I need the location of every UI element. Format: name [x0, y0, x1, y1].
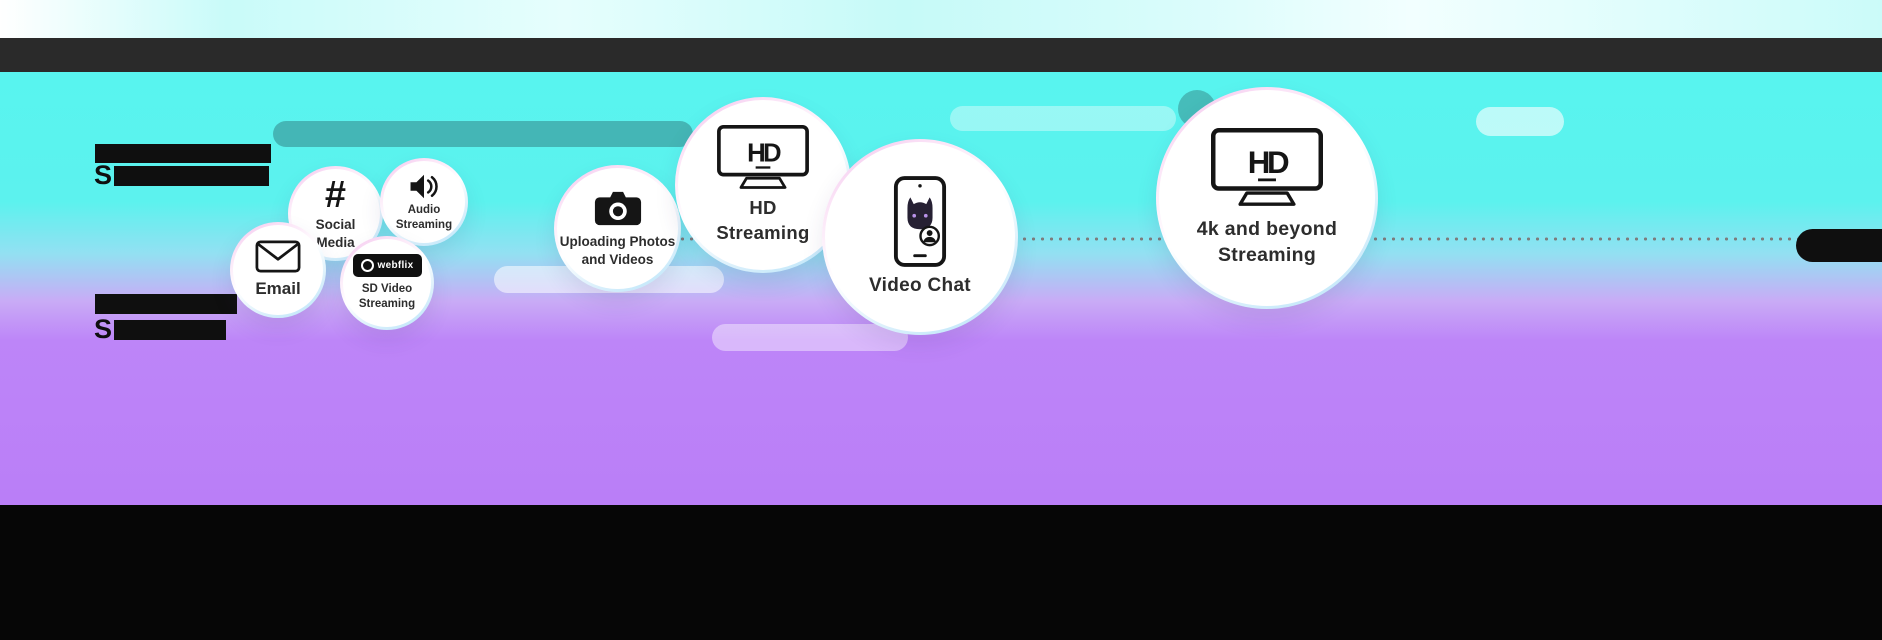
top-dark-bar — [0, 38, 1882, 72]
redacted-text-bar — [114, 166, 269, 186]
bubble-label: Media — [316, 234, 355, 250]
bottom-black-bar — [0, 505, 1882, 640]
bubble-content: HD 4k and beyond Streaming — [1159, 90, 1375, 306]
tv-screen-text: HD — [1248, 145, 1289, 180]
redacted-text-prefix: S — [94, 314, 113, 344]
bubble-label: Email — [255, 278, 301, 298]
bubble-label: Streaming — [716, 221, 810, 243]
decorative-pill-teal — [273, 121, 693, 147]
tv-screen-text: HD — [747, 140, 781, 168]
decorative-pill-lavender — [712, 324, 908, 351]
bubble-label: Social — [315, 216, 356, 232]
bubble-video-chat: Video Chat — [822, 139, 1018, 335]
bubble-label: HD — [749, 197, 777, 219]
decorative-pill-white-right — [1476, 107, 1564, 136]
bubble-email: Email — [230, 222, 326, 318]
redacted-text-bar — [95, 294, 237, 314]
bubble-label: Streaming — [395, 218, 453, 231]
webflix-badge: webflix — [352, 254, 422, 278]
bubble-4k-streaming: HD 4k and beyond Streaming — [1156, 87, 1378, 309]
redacted-text-bar — [114, 320, 226, 340]
redacted-text-bar — [95, 144, 271, 163]
tv-hd-icon: HD — [717, 125, 809, 190]
decorative-pill-cyan — [950, 106, 1176, 131]
right-edge-black-pill — [1796, 229, 1882, 262]
webflix-ring-icon — [360, 259, 374, 273]
video-chat-phone-icon — [893, 176, 947, 267]
bubble-label: Uploading Photos — [559, 233, 676, 249]
top-light-strip — [0, 0, 1882, 38]
tv-hd-icon: HD — [1211, 128, 1323, 207]
bubble-hd-streaming: HD HD Streaming — [675, 97, 851, 273]
envelope-icon — [255, 240, 301, 273]
bubble-content: Uploading Photos and Videos — [557, 168, 678, 289]
bubble-label: Streaming — [358, 298, 416, 310]
bubble-content: webflix SD Video Streaming — [343, 239, 431, 327]
bubble-label: Audio — [407, 203, 441, 216]
webflix-text: webflix — [377, 260, 414, 272]
bubble-content: Video Chat — [825, 142, 1015, 332]
bubble-label: Video Chat — [869, 275, 971, 297]
hashtag-icon: # — [324, 173, 347, 216]
bubble-label: and Videos — [581, 251, 654, 267]
redacted-text-prefix: S — [94, 160, 113, 190]
bubble-content: HD HD Streaming — [678, 100, 848, 270]
bubble-label: 4k and beyond — [1196, 218, 1338, 241]
bubble-label: SD Video — [361, 283, 413, 296]
bubble-audio-streaming: Audio Streaming — [380, 158, 468, 246]
bubble-content: Email — [233, 225, 323, 315]
bubble-uploading-photos: Uploading Photos and Videos — [554, 165, 681, 292]
bubble-content: Audio Streaming — [383, 161, 465, 243]
camera-icon — [594, 191, 641, 226]
speaker-icon — [410, 174, 438, 198]
bubble-label: Streaming — [1217, 243, 1317, 266]
bubble-sd-video-streaming: webflix SD Video Streaming — [340, 236, 434, 330]
